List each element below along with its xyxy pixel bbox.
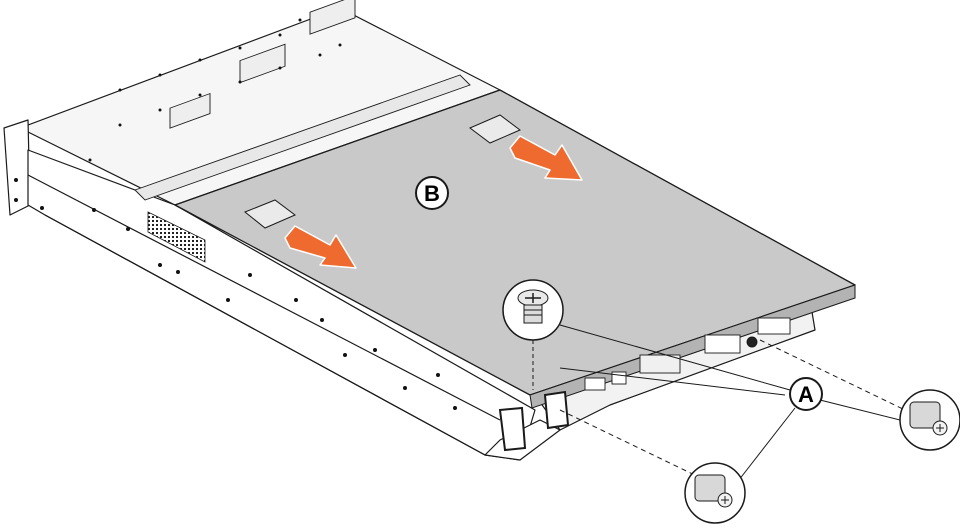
rear-panel-ports: [584, 317, 791, 391]
cover-cutout-rear: [469, 114, 521, 144]
callout-b: B: [415, 176, 449, 210]
callout-leader-lines: [559, 324, 906, 486]
side-wall-holes: [14, 178, 457, 410]
slide-direction-arrow: [284, 135, 583, 269]
callout-a: A: [789, 377, 823, 411]
cover-cutout-front: [244, 199, 296, 229]
thumbscrew: [684, 462, 746, 524]
top-cover: [174, 89, 856, 409]
interior-components: [88, 0, 471, 201]
callout-a-label: A: [798, 382, 814, 407]
screw-head-detail: [502, 279, 564, 390]
side-vent-grille: [147, 211, 206, 263]
thumbscrew: [899, 389, 960, 451]
rear-handles: [498, 390, 570, 452]
callout-b-label: B: [424, 181, 440, 206]
